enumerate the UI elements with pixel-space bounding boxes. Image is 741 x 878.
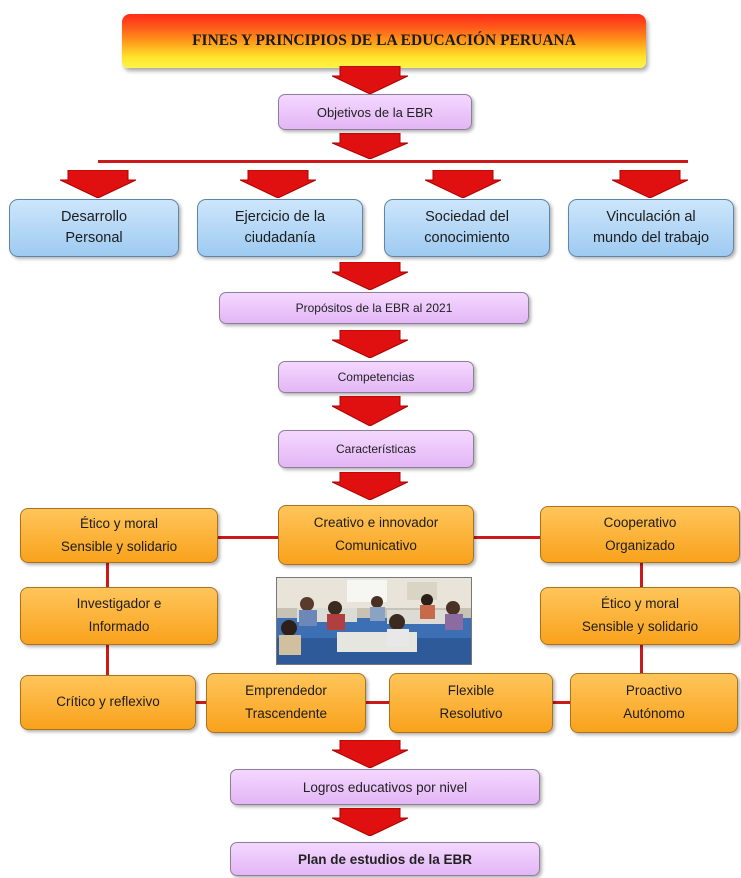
branch-line: [98, 160, 688, 163]
box-line2: Autónomo: [623, 706, 685, 721]
connector-line: [365, 701, 389, 704]
caracteristicas-box: Características: [278, 430, 474, 468]
flexible-box: Flexible Resolutivo: [389, 673, 553, 733]
box-line2: Sensible y solidario: [581, 619, 699, 634]
arrow-down-icon: [332, 808, 408, 836]
box-line2: mundo del trabajo: [592, 230, 710, 246]
arrow-down-icon: [425, 170, 501, 198]
propositos-label: Propósitos de la EBR al 2021: [295, 301, 453, 315]
box-line2: Comunicativo: [335, 538, 417, 553]
box-line2: Sensible y solidario: [60, 538, 178, 554]
box-line1: Flexible: [447, 683, 495, 699]
arrow-down-icon: [332, 133, 408, 159]
box-line2: Personal: [65, 230, 123, 246]
arrow-down-icon: [332, 262, 408, 290]
investigador-box: Investigador e Informado: [20, 587, 218, 645]
box-line1: Vinculación al: [606, 208, 696, 225]
emprendedor-box: Emprendedor Trascendente: [206, 673, 366, 733]
proactivo-box: Proactivo Autónomo: [570, 673, 738, 733]
arrow-down-icon: [332, 740, 408, 768]
box-line1: Crítico y reflexivo: [56, 694, 160, 710]
caracteristicas-label: Características: [335, 442, 417, 456]
competencias-box: Competencias: [278, 361, 474, 393]
classroom-photo: [276, 577, 472, 665]
connector-line: [106, 645, 109, 675]
box-line1: Proactivo: [625, 683, 683, 699]
box-line1: Emprendedor: [245, 683, 327, 699]
critico-reflexivo-box: Crítico y reflexivo: [20, 675, 196, 730]
sociedad-conocimiento-box: Sociedad del conocimiento: [384, 199, 550, 257]
propositos-box: Propósitos de la EBR al 2021: [219, 292, 529, 324]
arrow-down-icon: [240, 170, 316, 198]
competencias-label: Competencias: [337, 370, 415, 384]
etico-moral-right-box: Ético y moral Sensible y solidario: [540, 587, 740, 645]
title-text: FINES Y PRINCIPIOS DE LA EDUCACIÓN PERUA…: [192, 32, 576, 49]
ejercicio-ciudadania-box: Ejercicio de la ciudadanía: [197, 199, 363, 257]
objetivos-box: Objetivos de la EBR: [278, 94, 472, 130]
arrow-down-icon: [332, 472, 408, 500]
box-line1: Ético y moral: [79, 515, 159, 531]
logros-label: Logros educativos por nivel: [302, 779, 468, 795]
vinculacion-trabajo-box: Vinculación al mundo del trabajo: [568, 199, 734, 257]
box-line2: ciudadanía: [244, 230, 316, 246]
logros-box: Logros educativos por nivel: [230, 769, 540, 805]
creativo-innovador-box: Creativo e innovador Comunicativo: [278, 505, 474, 565]
arrow-down-icon: [612, 170, 688, 198]
connector-line: [552, 701, 570, 704]
connector-line: [474, 536, 540, 539]
connector-line: [640, 645, 643, 675]
arrow-down-icon: [332, 330, 408, 358]
box-line2: Organizado: [605, 537, 675, 553]
connector-line: [640, 563, 643, 587]
connector-line: [218, 536, 278, 539]
plan-estudios-box: Plan de estudios de la EBR: [230, 842, 540, 876]
arrow-down-icon: [60, 170, 136, 198]
arrow-down-icon: [332, 66, 408, 94]
box-line1: Creativo e innovador: [313, 515, 439, 531]
box-line2: Resolutivo: [439, 706, 503, 721]
connector-line: [106, 563, 109, 587]
box-line1: Ejercicio de la: [234, 208, 326, 225]
box-line2: Informado: [88, 619, 150, 634]
arrow-down-icon: [332, 396, 408, 426]
desarrollo-personal-box: Desarrollo Personal: [9, 199, 179, 257]
plan-label: Plan de estudios de la EBR: [297, 851, 473, 867]
box-line1: Sociedad del: [425, 208, 509, 225]
objetivos-label: Objetivos de la EBR: [316, 104, 434, 120]
box-line1: Cooperativo: [603, 514, 677, 530]
box-line2: Trascendente: [244, 706, 328, 721]
box-line1: Ético y moral: [600, 596, 680, 612]
box-line1: Desarrollo: [60, 208, 128, 225]
title-banner: FINES Y PRINCIPIOS DE LA EDUCACIÓN PERUA…: [122, 14, 646, 68]
cooperativo-box: Cooperativo Organizado: [540, 506, 740, 563]
box-line2: conocimiento: [424, 230, 510, 246]
connector-line: [196, 701, 208, 704]
etico-moral-left-box: Ético y moral Sensible y solidario: [20, 508, 218, 563]
box-line1: Investigador e: [76, 596, 162, 612]
